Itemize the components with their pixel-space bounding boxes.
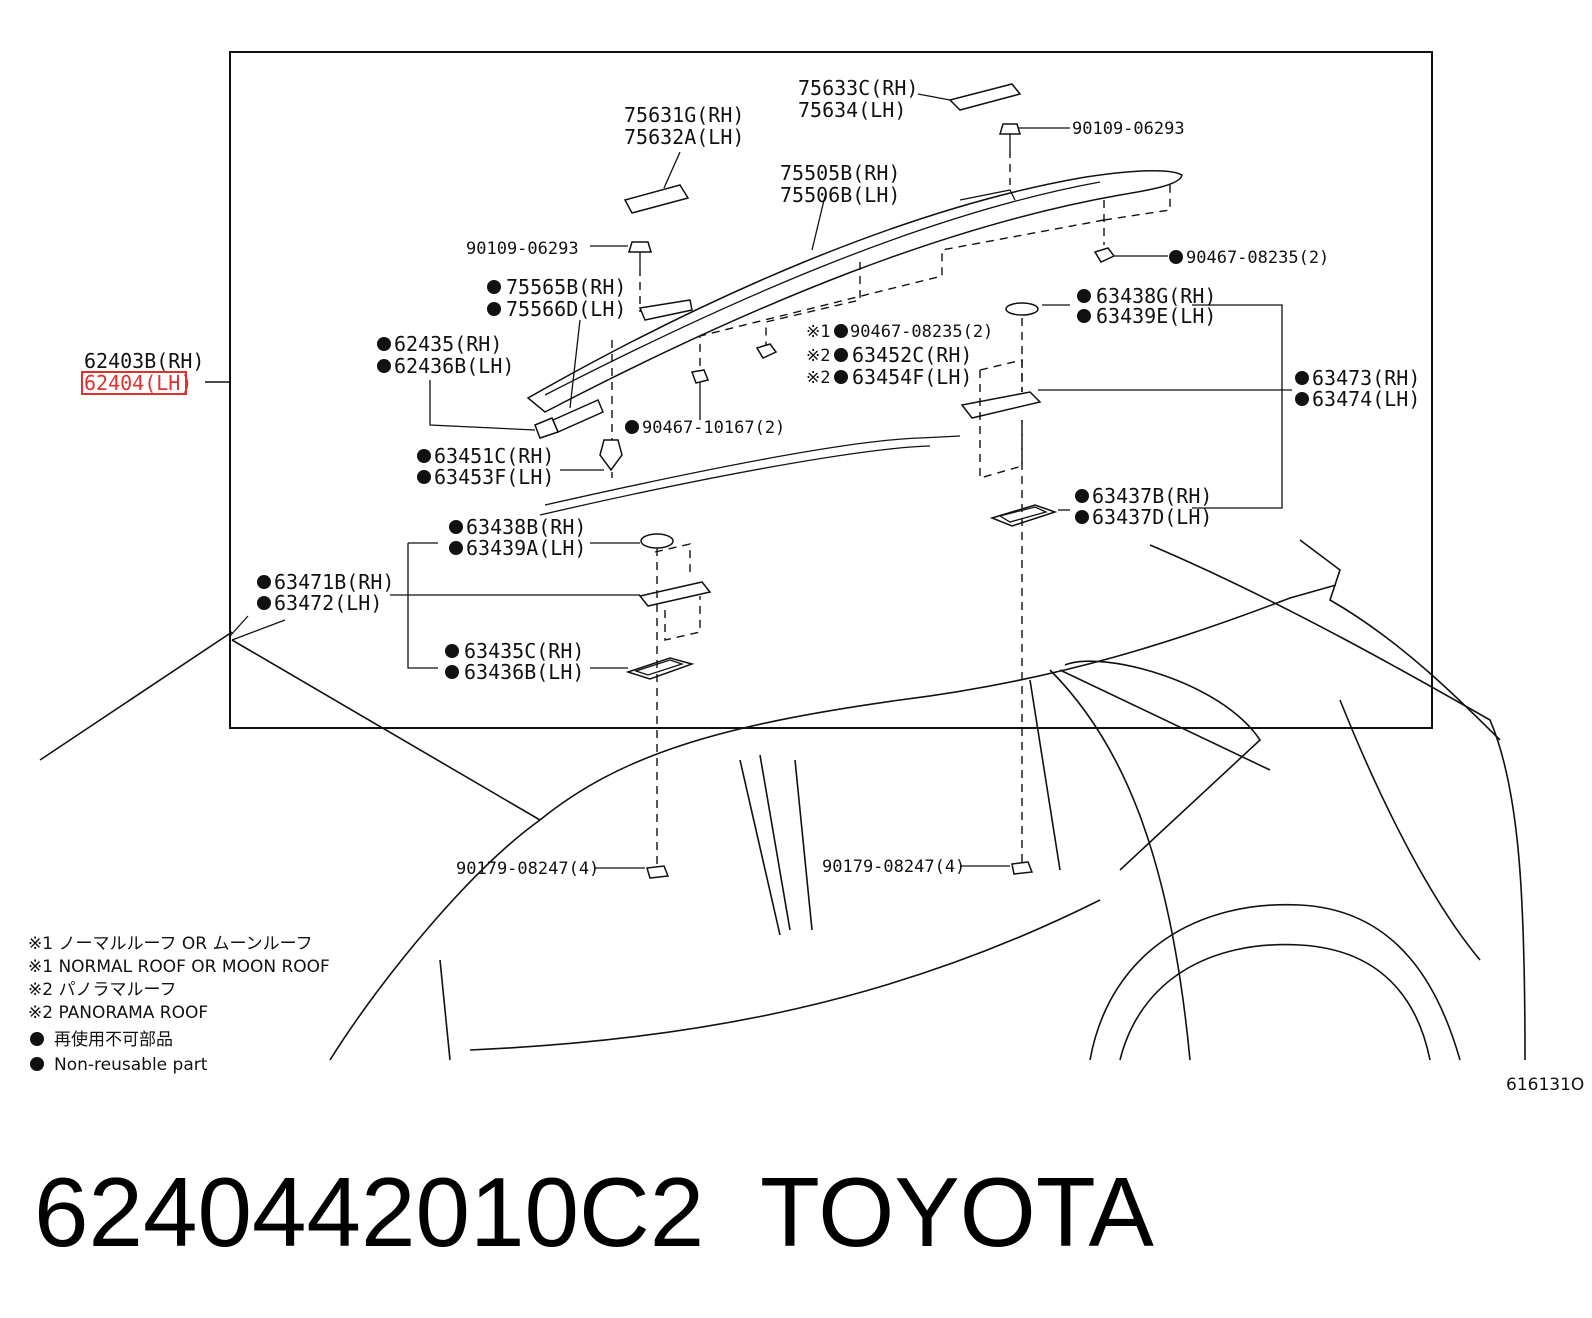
roof-contour <box>544 435 961 506</box>
pad-63438b <box>640 533 674 549</box>
legend-note2-en: ※2 PANORAMA ROOF <box>28 1003 208 1023</box>
legend-nonreusable-en: Non-reusable part <box>54 1055 208 1075</box>
nonreusable-dot <box>417 449 431 463</box>
pad-63438g <box>1005 302 1039 316</box>
label-75631g: 75631G(RH) <box>624 103 744 127</box>
part-labels: 62403B(RH) 62404(LH) 75633C(RH) 75634(LH… <box>81 76 1420 879</box>
label-75633c: 75633C(RH) <box>798 76 918 100</box>
label-75634: 75634(LH) <box>798 98 906 122</box>
nonreusable-dot <box>377 337 391 351</box>
label-63437d: 63437D(LH) <box>1092 505 1212 529</box>
label-63437b: 63437B(RH) <box>1092 484 1212 508</box>
clip-icon <box>599 439 623 472</box>
nonreusable-dot <box>449 520 463 534</box>
label-63438b: 63438B(RH) <box>466 515 586 539</box>
bolt-icon <box>627 241 653 268</box>
nonreusable-dot <box>1077 289 1091 303</box>
nonreusable-dot <box>487 280 501 294</box>
nonreusable-dot <box>377 359 391 373</box>
assembly-dash-lines <box>611 150 1171 866</box>
nonreusable-dot <box>1077 309 1091 323</box>
mark-1: ※1 <box>806 322 830 342</box>
nut-icon <box>1093 247 1116 263</box>
nonreusable-dot <box>257 596 271 610</box>
nonreusable-dot <box>834 348 848 362</box>
nonreusable-dot <box>257 575 271 589</box>
nonreusable-dot <box>1075 489 1089 503</box>
nonreusable-dot <box>1295 392 1309 406</box>
label-90467-10167: 90467-10167(2) <box>642 418 785 438</box>
nonreusable-dot <box>834 370 848 384</box>
label-90467-mid: 90467-08235(2) <box>850 322 993 342</box>
nonreusable-dot <box>625 420 639 434</box>
label-90109-left: 90109-06293 <box>466 239 579 259</box>
nut-icon <box>646 865 670 879</box>
legend-note1-en: ※1 NORMAL ROOF OR MOON ROOF <box>28 957 330 977</box>
label-90109-top: 90109-06293 <box>1072 119 1185 139</box>
label-62436b: 62436B(LH) <box>394 354 514 378</box>
label-63472: 63472(LH) <box>274 591 382 615</box>
nut-icon <box>690 369 710 384</box>
nonreusable-dot <box>1169 250 1183 264</box>
label-63453f: 63453F(LH) <box>434 465 554 489</box>
label-63452c: 63452C(RH) <box>852 343 972 367</box>
mark-2b: ※2 <box>806 368 830 388</box>
label-90179-left: 90179-08247(4) <box>456 859 599 879</box>
label-63439e: 63439E(LH) <box>1096 304 1216 328</box>
label-assembly-lh: 62404(LH) <box>84 371 192 395</box>
label-63473: 63473(RH) <box>1312 366 1420 390</box>
nonreusable-dot <box>445 665 459 679</box>
label-63436b: 63436B(LH) <box>464 660 584 684</box>
label-63474: 63474(LH) <box>1312 387 1420 411</box>
label-90179-right: 90179-08247(4) <box>822 857 965 877</box>
label-63439a: 63439A(LH) <box>466 536 586 560</box>
part-number: 6240442010C2 <box>34 1157 704 1267</box>
nut-icon <box>1011 861 1034 875</box>
label-63435c: 63435C(RH) <box>464 639 584 663</box>
leader-lines <box>229 93 1292 869</box>
nonreusable-dot <box>1295 371 1309 385</box>
label-assembly-rh: 62403B(RH) <box>84 349 204 373</box>
label-75565b: 75565B(RH) <box>506 275 626 299</box>
parts-group-frame <box>229 51 1433 729</box>
nonreusable-dot <box>445 644 459 658</box>
mark-2a: ※2 <box>806 346 830 366</box>
bracket-63473 <box>960 391 1042 419</box>
legend-note1-jp: ※1 ノーマルルーフ OR ムーンルーフ <box>28 934 313 954</box>
nonreusable-dot <box>487 302 501 316</box>
bracket-63471b <box>638 581 712 607</box>
brand-name: TOYOTA <box>760 1157 1155 1267</box>
bolt-icon <box>998 123 1022 150</box>
nut-icon <box>755 343 778 359</box>
nonreusable-dot <box>30 1057 44 1071</box>
label-75506b: 75506B(LH) <box>780 183 900 207</box>
label-75505b: 75505B(RH) <box>780 161 900 185</box>
label-63451c: 63451C(RH) <box>434 444 554 468</box>
cover-75633c <box>948 83 1022 111</box>
label-75566d: 75566D(LH) <box>506 297 626 321</box>
cover-75631g <box>623 184 690 214</box>
roof-rail <box>526 170 1183 413</box>
nonreusable-dot <box>834 324 848 338</box>
nonreusable-dot <box>449 541 463 555</box>
label-62435: 62435(RH) <box>394 332 502 356</box>
diagram-code: 616131O <box>1506 1075 1584 1095</box>
end-piece-62435 <box>534 417 560 439</box>
legend-nonreusable-jp: 再使用不可部品 <box>54 1029 173 1050</box>
label-63438g: 63438G(RH) <box>1096 284 1216 308</box>
legend-note2-jp: ※2 パノラマルーフ <box>28 980 176 1000</box>
label-63454f: 63454F(LH) <box>852 365 972 389</box>
vehicle-outline <box>39 539 1526 1061</box>
legend: ※1 ノーマルルーフ OR ムーンルーフ ※1 NORMAL ROOF OR M… <box>28 934 330 1075</box>
label-75632a: 75632A(LH) <box>624 125 744 149</box>
nonreusable-dot <box>1075 510 1089 524</box>
gasket-63435c <box>625 657 695 680</box>
highlight-box <box>81 371 187 395</box>
nonreusable-dot <box>417 470 431 484</box>
label-90467-top: 90467-08235(2) <box>1186 248 1329 268</box>
label-63471b: 63471B(RH) <box>274 570 394 594</box>
nonreusable-dot <box>30 1032 44 1046</box>
